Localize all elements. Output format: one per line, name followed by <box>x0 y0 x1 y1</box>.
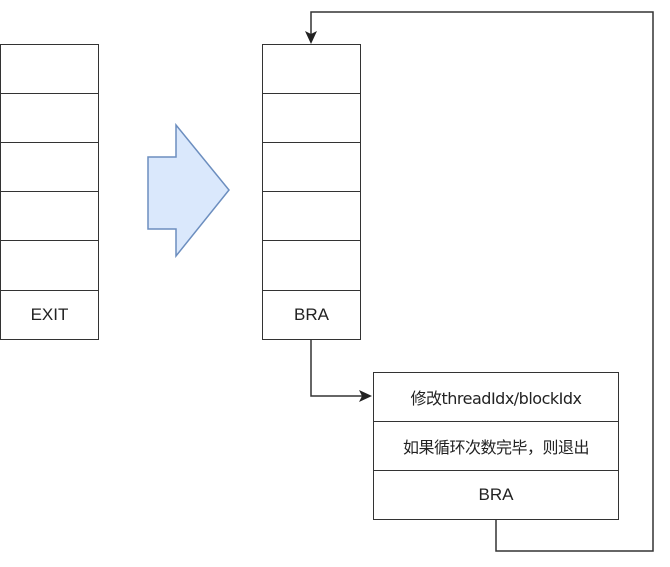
transform-arrow-shape <box>147 122 230 259</box>
left-stack-cell <box>0 240 99 291</box>
loop-modify-index-cell: 修改threadIdx/blockIdx <box>373 372 619 422</box>
middle-stack-cell <box>262 93 361 143</box>
middle-stack-bra-cell: BRA <box>262 290 361 340</box>
left-stack-cell <box>0 44 99 94</box>
middle-stack-cell <box>262 191 361 241</box>
loop-exit-condition-cell: 如果循环次数完毕，则退出 <box>373 421 619 471</box>
edge-loop-back <box>310 11 654 552</box>
left-stack-cell <box>0 93 99 143</box>
left-stack-cell <box>0 191 99 241</box>
left-stack-cell <box>0 142 99 192</box>
middle-stack-cell <box>262 240 361 291</box>
edge-bra-to-loop <box>310 339 362 397</box>
loop-bra-cell: BRA <box>373 470 619 520</box>
arrowhead-right-icon <box>359 390 372 402</box>
arrowhead-down-icon <box>305 31 317 44</box>
middle-stack-cell <box>262 142 361 192</box>
middle-stack-cell <box>262 44 361 94</box>
left-stack-exit-cell: EXIT <box>0 290 99 340</box>
